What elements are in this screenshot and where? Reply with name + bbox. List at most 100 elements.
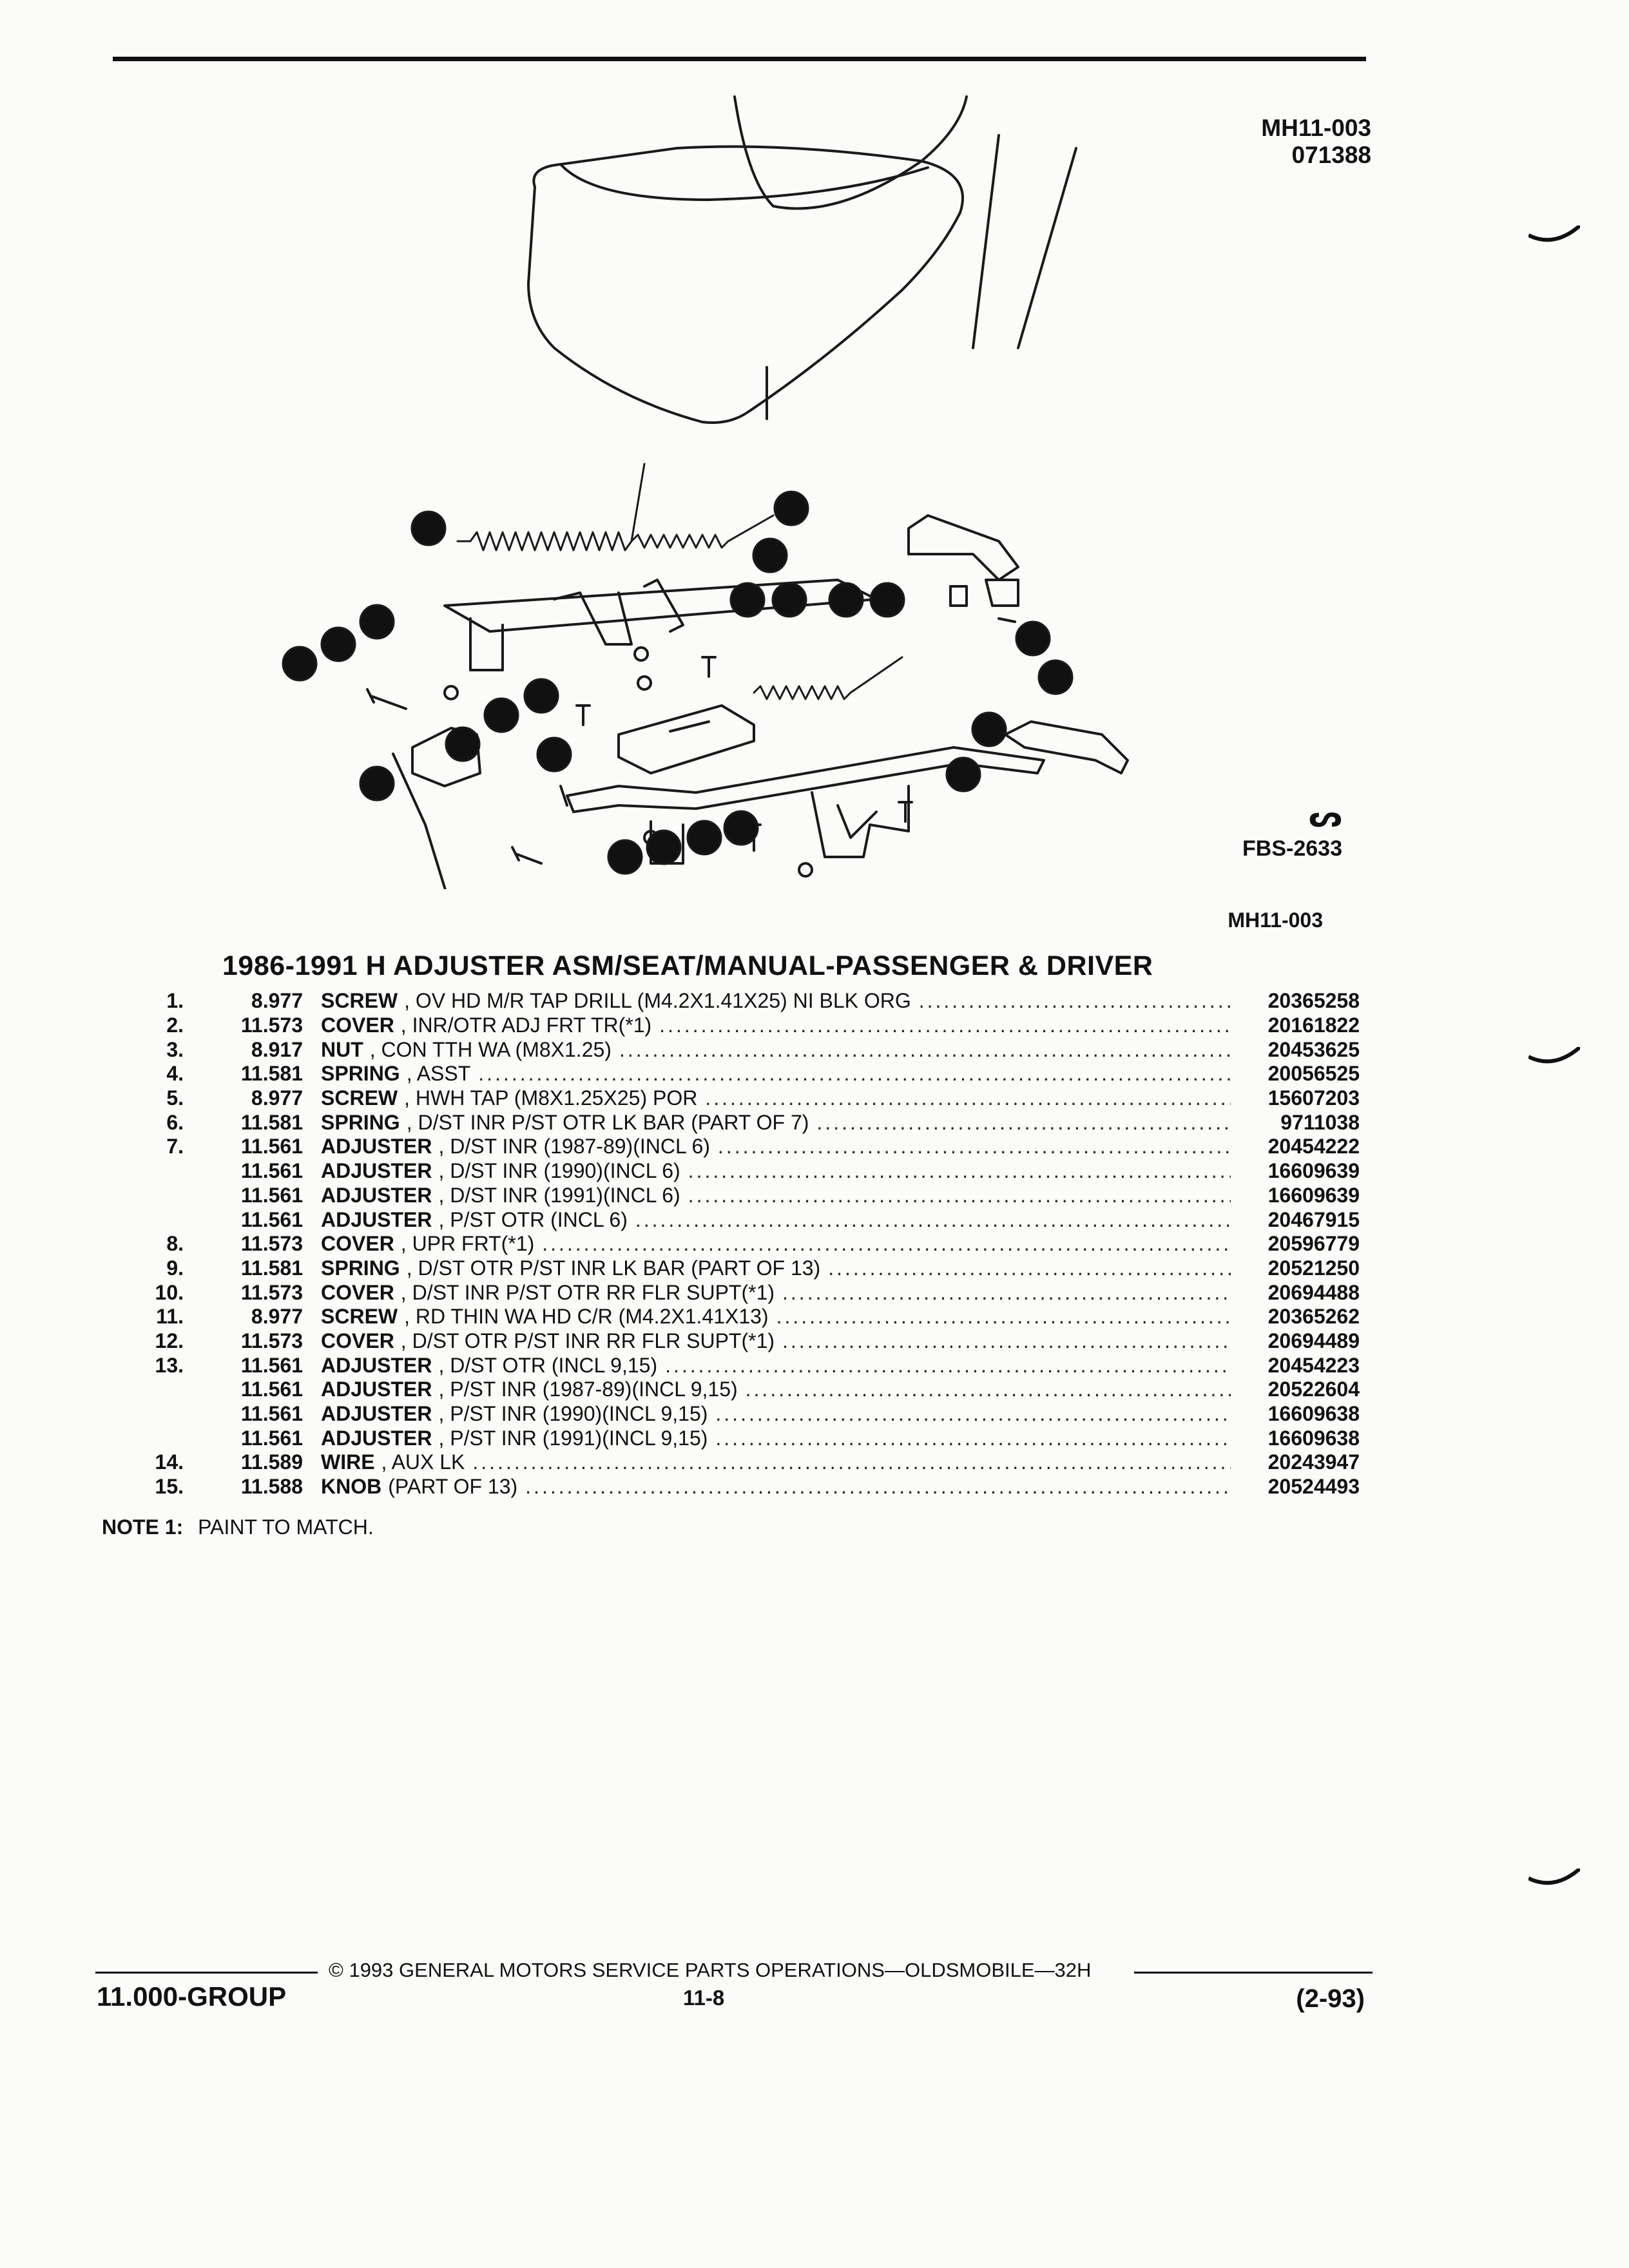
leader-dots: ........................................… — [619, 1037, 1231, 1061]
callout-3-a: 3 — [359, 604, 395, 640]
part-name: COVER — [321, 1329, 394, 1352]
part-number: 16609638 — [1268, 1402, 1360, 1426]
part-name: COVER — [321, 1280, 394, 1304]
part-item-number: 15. — [155, 1475, 184, 1499]
part-detail: , D/ST OTR P/ST INR LK BAR (PART OF 13) — [406, 1256, 821, 1280]
part-item-number: 1. — [166, 989, 184, 1013]
part-detail: , D/ST INR (1990)(INCL 6) — [438, 1159, 680, 1183]
part-description: COVER, UPR FRT(*1)......................… — [321, 1232, 1231, 1256]
diagram-code-box: MH11-003 071388 — [1261, 115, 1371, 169]
part-description: ADJUSTER, P/ST INR (1991)(INCL 9,15)....… — [321, 1427, 1231, 1450]
part-name: ADJUSTER — [321, 1353, 432, 1377]
part-description: COVER, D/ST OTR P/ST INR RR FLR SUPT(*1)… — [321, 1329, 1231, 1353]
part-detail: , D/ST OTR (INCL 9,15) — [438, 1353, 658, 1377]
footer-page-number: 11-8 — [683, 1986, 725, 2010]
cover-2-upper — [411, 727, 481, 787]
cover-12 — [1004, 720, 1129, 774]
part-description: ADJUSTER, P/ST OTR (INCL 6).............… — [321, 1208, 1231, 1232]
part-item-number: 7. — [166, 1135, 184, 1158]
part-name: COVER — [321, 1232, 394, 1256]
leader-dots: ........................................… — [782, 1329, 1231, 1352]
part-number: 9711038 — [1280, 1110, 1360, 1134]
part-item-number: 12. — [155, 1329, 184, 1352]
part-group-code: 11.561 — [240, 1159, 303, 1183]
part-row: 13. 11.561 ADJUSTER, D/ST OTR (INCL 9,15).… — [116, 1353, 1360, 1378]
callout-15: 15 — [536, 736, 572, 773]
callout-10: 10 — [869, 582, 905, 618]
part-item-number: 2. — [166, 1014, 184, 1037]
svg-text:6: 6 — [786, 498, 797, 519]
seat-adjuster-illustration: 1 2 3 4 6 7 5 8 9 10 11 12 5 3 13 1 15 5… — [282, 95, 1129, 889]
svg-text:5: 5 — [496, 705, 507, 726]
svg-text:2: 2 — [620, 847, 631, 868]
part-name: ADJUSTER — [321, 1402, 432, 1426]
part-item-number: 13. — [155, 1353, 184, 1377]
part-group-code: 8.977 — [251, 1086, 303, 1110]
svg-text:3: 3 — [736, 818, 747, 839]
part-group-code: 11.589 — [240, 1450, 303, 1474]
leader-dots: ........................................… — [816, 1110, 1231, 1134]
fbs-block: ᔕ FBS-2633 — [1242, 799, 1342, 861]
part-detail: , D/ST INR P/ST OTR LK BAR (PART OF 7) — [406, 1110, 809, 1134]
diagram-code: MH11-003 — [1261, 115, 1371, 141]
part-number: 20694488 — [1268, 1280, 1360, 1304]
part-number: 20243947 — [1268, 1450, 1360, 1474]
part-description: COVER, D/ST INR P/ST OTR RR FLR SUPT(*1)… — [321, 1281, 1231, 1305]
part-name: SCREW — [321, 1305, 398, 1329]
footer-date: (2-93) — [1296, 1984, 1365, 2013]
part-group-code: 8.977 — [251, 1305, 303, 1329]
knob-15 — [559, 785, 568, 807]
part-detail: , UPR FRT(*1) — [400, 1232, 535, 1256]
leader-dots: ........................................… — [525, 1475, 1231, 1499]
part-name: NUT — [321, 1037, 363, 1061]
callout-6: 6 — [773, 490, 809, 526]
part-group-code: 11.561 — [240, 1426, 303, 1450]
part-group-code: 11.561 — [240, 1183, 303, 1207]
svg-text:13: 13 — [980, 720, 999, 740]
nut-3-f — [798, 862, 813, 878]
screw-5-a — [701, 656, 717, 678]
edge-mark-middle — [1528, 1047, 1580, 1064]
screw-5-d — [898, 801, 913, 823]
part-name: ADJUSTER — [321, 1135, 432, 1158]
part-number: 20454223 — [1268, 1353, 1360, 1377]
part-detail: , D/ST INR (1987-89)(INCL 6) — [438, 1135, 710, 1158]
callout-2-a: 2 — [320, 626, 356, 662]
part-detail: , P/ST INR (1990)(INCL 9,15) — [438, 1402, 708, 1426]
footer-rule-left — [95, 1972, 318, 1974]
part-group-code: 11.561 — [240, 1353, 303, 1377]
callout-3-d: 3 — [723, 810, 759, 846]
part-description: ADJUSTER, D/ST OTR (INCL 9,15)..........… — [321, 1354, 1231, 1378]
part-description: SPRING, D/ST OTR P/ST INR LK BAR (PART O… — [321, 1256, 1231, 1280]
part-item-number: 6. — [166, 1110, 184, 1134]
callout-1-a: 1 — [282, 646, 318, 682]
part-number: 20365258 — [1268, 989, 1360, 1013]
svg-text:10: 10 — [878, 591, 897, 610]
part-number: 20596779 — [1268, 1232, 1360, 1256]
part-group-code: 11.573 — [240, 1232, 303, 1256]
nut-3-b — [633, 646, 649, 662]
part-group-code: 8.977 — [251, 989, 303, 1013]
callout-1-b: 1 — [445, 726, 481, 762]
footer-rule-right — [1134, 1972, 1373, 1974]
part-group-code: 11.573 — [240, 1329, 303, 1352]
callout-11: 11 — [1015, 620, 1051, 657]
fbs-mark: ᔕ — [1308, 800, 1342, 833]
leader-dots: ........................................… — [776, 1305, 1231, 1329]
leader-dots: ........................................… — [745, 1378, 1231, 1401]
part-group-code: 8.917 — [251, 1037, 303, 1061]
svg-text:5: 5 — [742, 590, 753, 611]
part-name: WIRE — [321, 1450, 375, 1474]
part-name: ADJUSTER — [321, 1183, 432, 1207]
spring-4 — [456, 463, 646, 552]
part-group-code: 11.581 — [240, 1110, 303, 1134]
screw-1-upper — [366, 688, 407, 710]
top-rule — [113, 57, 1366, 61]
spring-9 — [753, 656, 903, 700]
part-detail: , P/ST OTR (INCL 6) — [438, 1207, 628, 1231]
